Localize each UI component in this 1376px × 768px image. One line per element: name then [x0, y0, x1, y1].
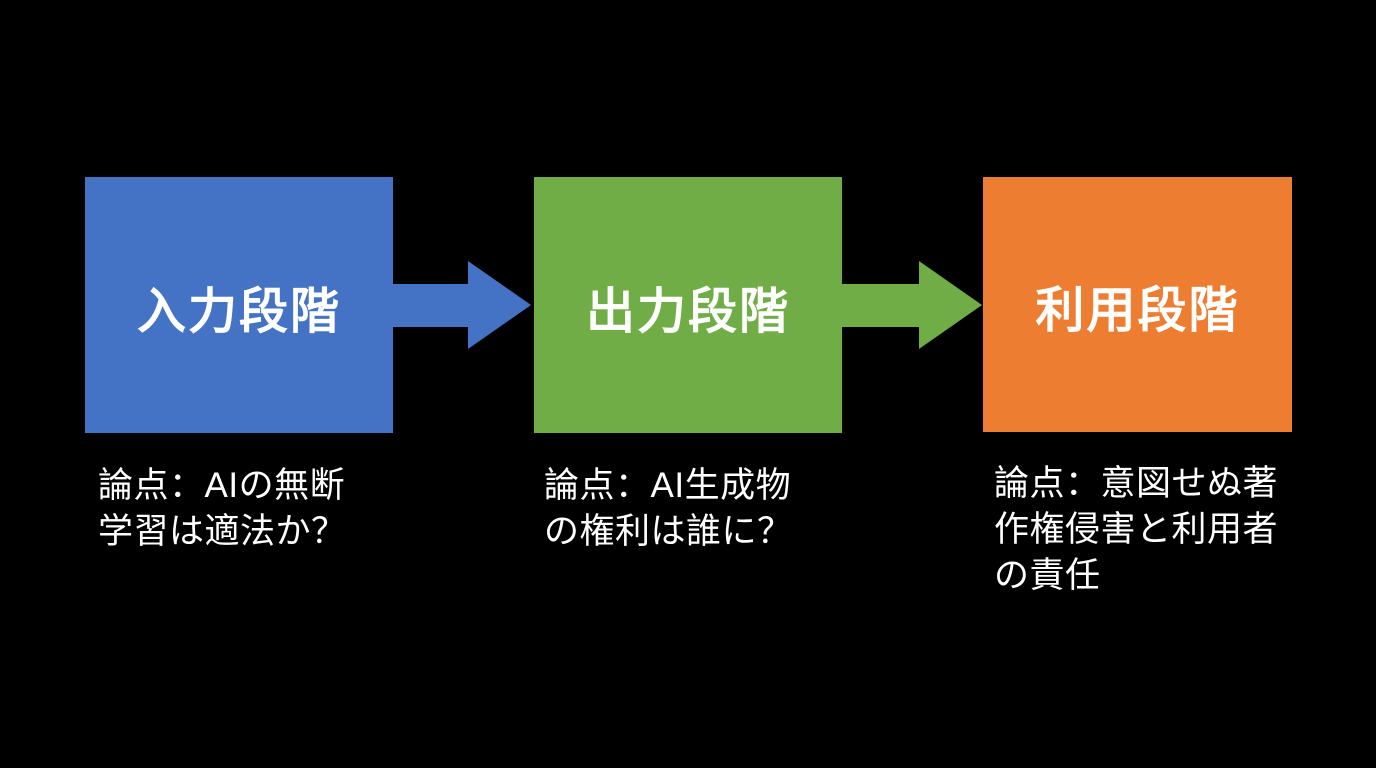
stage-label-usage: 利用段階 [1035, 284, 1240, 338]
arrow-output-to-usage [842, 261, 983, 350]
arrow-head-icon [919, 261, 982, 349]
stage-label-output: 出力段階 [585, 284, 790, 339]
stage-box-usage: 利用段階 [983, 177, 1292, 432]
stage-caption-output: 論点：AI生成物 の権利は誰に？ [544, 466, 793, 551]
stage-caption-usage: 論点：意図せぬ著 作権侵害と利用者 の責任 [994, 464, 1279, 595]
arrow-input-to-output [391, 261, 532, 350]
stage-label-input: 入力段階 [136, 284, 341, 339]
arrow-stem [842, 284, 922, 327]
arrow-head-icon [468, 261, 531, 349]
arrow-stem [391, 284, 471, 327]
stage-box-input: 入力段階 [85, 177, 393, 433]
stage-caption-input: 論点：AIの無断 学習は適法か？ [98, 466, 347, 551]
stage-box-output: 出力段階 [534, 177, 842, 433]
